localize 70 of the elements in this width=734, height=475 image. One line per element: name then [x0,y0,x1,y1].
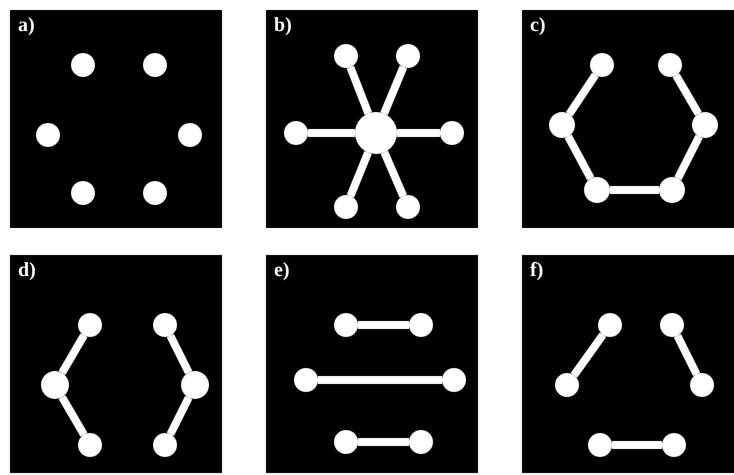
connector-bar [318,376,442,384]
connector-bar [674,334,700,376]
disc [334,430,358,454]
disc [659,177,685,203]
connector-bar [397,129,440,137]
disc [71,53,95,77]
connector-bar [610,186,659,194]
connector-bar [570,332,606,378]
connector-bar [672,73,702,116]
connector-bar [358,321,409,329]
connector-bar [58,395,88,437]
connector-bar [564,134,594,180]
image-panel [10,255,222,473]
panel-label: f) [530,259,544,282]
connector-bar [346,150,372,198]
image-panel [522,255,734,473]
connector-bar [380,150,407,198]
connector-bar [166,334,192,374]
disc [588,433,612,457]
disc [584,177,610,203]
image-panel [10,10,222,228]
image-panel [522,10,734,228]
disc [409,430,433,454]
connector-bar [346,66,372,115]
connector-bar [566,72,599,116]
panel-label: c) [530,14,546,37]
panel-label: b) [274,14,292,37]
image-panel [266,10,478,228]
panel-label: e) [274,259,290,282]
disc [294,368,318,392]
disc [442,368,466,392]
disc [690,373,714,397]
disc [153,313,177,337]
panel-label: a) [18,14,35,37]
disc [590,53,614,77]
disc [549,112,575,138]
disc [662,433,686,457]
disc [409,313,433,337]
disc [355,112,397,154]
disc [71,181,95,205]
connector-bar [358,438,409,446]
disc [692,112,718,138]
disc [396,44,420,68]
disc [334,313,358,337]
disc [334,195,358,219]
disc [143,53,167,77]
connector-bar [612,441,662,449]
connector-bar [380,66,408,116]
disc [660,313,684,337]
disc [284,121,308,145]
connector-bar [166,396,192,436]
disc [178,123,202,147]
disc [153,433,177,457]
connector-bar [308,129,355,137]
disc [334,44,358,68]
disc [555,373,579,397]
panel-label: d) [18,259,36,282]
disc [41,371,69,399]
disc [78,313,102,337]
disc [36,123,60,147]
connector-bar [58,333,88,375]
disc [658,53,682,77]
disc [78,433,102,457]
disc [440,121,464,145]
disc [598,313,622,337]
disc [181,371,209,399]
image-panel [266,255,478,473]
connector-bar [674,134,703,180]
disc [396,195,420,219]
disc [143,181,167,205]
